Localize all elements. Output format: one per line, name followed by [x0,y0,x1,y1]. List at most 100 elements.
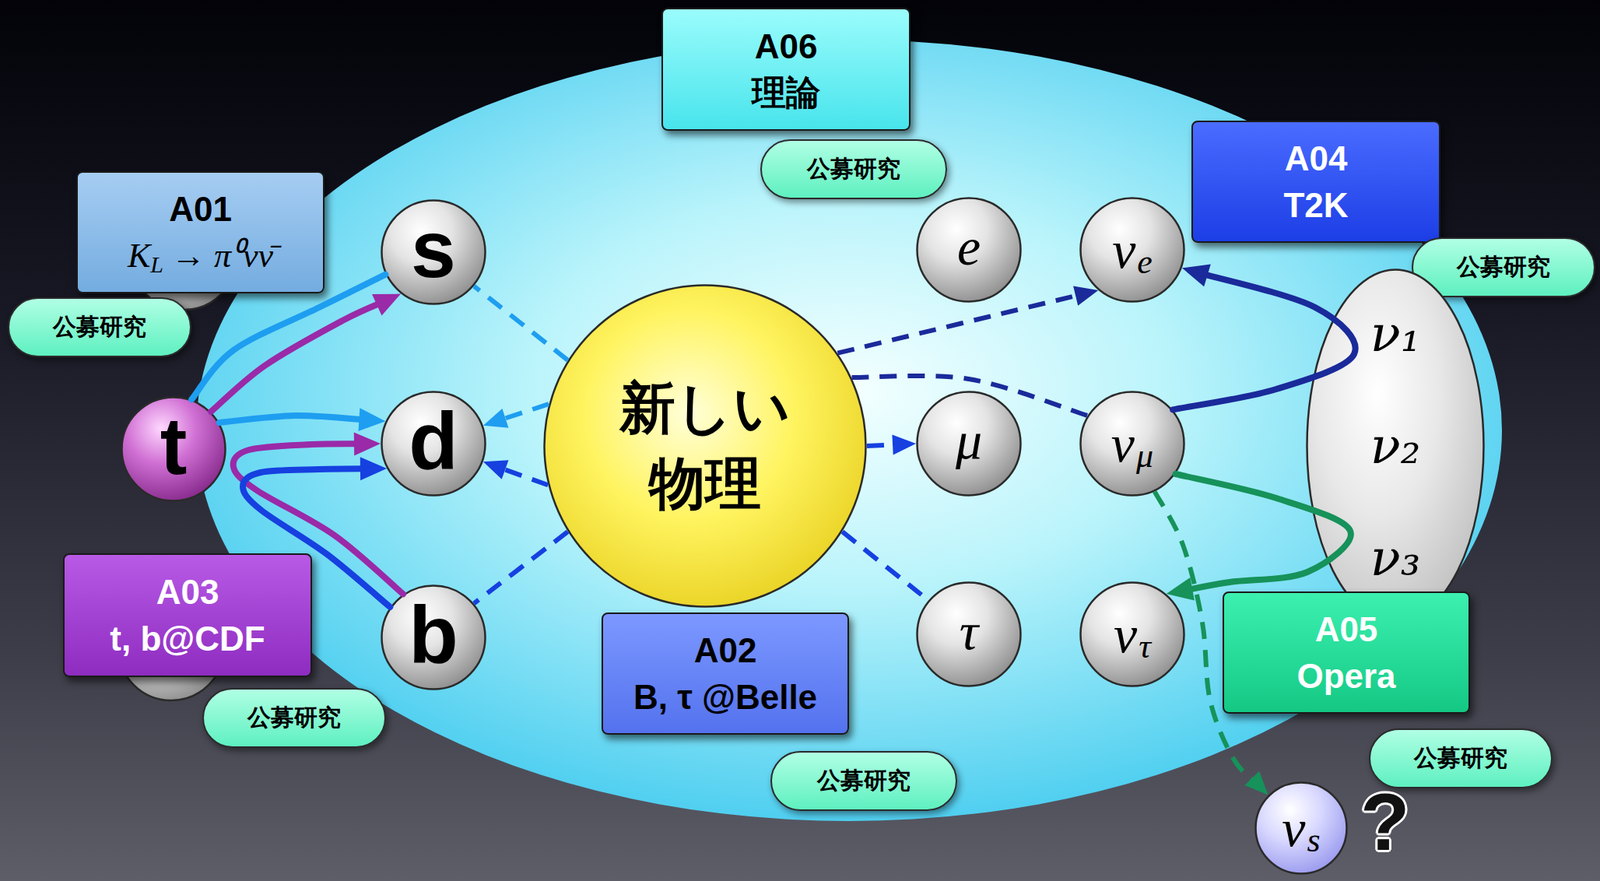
box-label: Opera [1296,652,1396,699]
solid-line [219,415,370,423]
node-content: 公募研究 [52,311,147,344]
node-content: 公募研究 [1414,742,1508,775]
text-row: t, b@CDF [109,615,265,662]
dashed-line [473,286,569,361]
connector [483,459,548,485]
particle-symbol: ν [1113,607,1137,661]
particle-symbol: ν [1112,223,1136,277]
text-row: νe [1112,223,1153,277]
region-ellipse [196,39,1502,822]
text-row: A06 [754,23,818,70]
text-row: 新しい 物理 [603,370,807,522]
badge-pill: 公募研究 [1368,728,1553,789]
circle-shape [122,397,226,502]
arrow-head [354,431,381,456]
particle-circle: e [915,196,1022,303]
circle-shape [917,198,1022,302]
circle-shape [382,392,486,496]
solid-line [233,443,404,594]
node-content: τ [959,607,979,661]
badge-text: 公募研究 [52,311,147,344]
connector [1172,264,1356,411]
dashed-line [496,466,548,485]
connector [852,375,1088,416]
circle-outline [543,284,867,608]
text-row: μ [955,417,983,471]
node-content: s [410,211,457,293]
circle-shape [1080,392,1185,496]
particle-subscript: s [1307,823,1321,858]
connector [1166,473,1351,601]
center-label: 新しい 物理 [603,370,807,522]
formula-text: K [127,232,151,279]
box-label: A01 [168,185,232,232]
node-content: t [160,408,188,490]
particle-symbol: s [410,208,457,290]
group-box: A06理論 [661,7,911,131]
text-row: 公募研究 [52,311,147,344]
text-row: A04 [1284,135,1348,182]
circle-shape [917,582,1022,687]
connector [483,403,549,429]
formula-subscript: L [150,251,164,278]
particle-circle: t [120,396,227,502]
solid-line [1172,272,1356,410]
text-row: A05 [1315,606,1379,653]
circle-shape [1080,198,1185,302]
text-row: 公募研究 [1456,251,1551,284]
text-row: A02 [694,627,758,674]
dashed-line [866,444,902,446]
particle-subscript: τ [1138,629,1151,664]
arrow-head [483,459,509,480]
mass-state-label: ν₃ [1370,533,1422,583]
dashed-line [1154,491,1259,786]
circle-shape [1080,582,1185,687]
box-label: A02 [694,627,758,674]
node-content: νs [1281,801,1320,855]
text-row: νμ [1111,417,1154,471]
arrow-head [483,408,509,429]
badge-text: 公募研究 [1414,742,1508,775]
node-content: A05Opera [1296,606,1396,699]
node-content: A04T2K [1283,135,1348,229]
arrow-head [358,407,386,432]
connector [842,531,929,600]
text-row: νs [1281,801,1320,855]
particle-circle: 新しい 物理 [543,284,867,608]
particle-subscript: e [1136,245,1153,280]
node-content: A01KL→ π⁰νν̄ [127,185,274,279]
text-row: b [408,596,459,678]
node-content: A03t, b@CDF [109,568,265,662]
arrow-head [891,434,916,455]
node-content: A02B, τ @Belle [633,627,818,720]
circle-shape [1256,782,1348,874]
mass-state-label: ν₂ [1370,421,1422,471]
circle-shape [382,585,486,690]
arrow-head [1244,771,1268,796]
circle-shape [382,200,486,305]
connector [866,434,916,455]
badge-pill: 公募研究 [770,750,958,811]
box-label: t, b@CDF [109,615,265,662]
particle-symbol: d [408,400,459,481]
circle-shape [544,285,867,608]
text-row: A03 [156,568,220,615]
particle-symbol: b [408,593,459,675]
particle-symbol: ν [1281,801,1306,855]
group-box: A03t, b@CDF [63,553,313,678]
badge-pill: 公募研究 [7,297,192,358]
circle-shape [1307,270,1485,623]
box-label: A06 [754,23,818,70]
group-box: A01KL→ π⁰νν̄ [76,171,325,294]
particle-circle: d [380,390,487,497]
text-row: ν₂ [1370,421,1422,471]
text-row: τ [959,607,979,661]
text-row: B, τ @Belle [633,673,818,720]
particle-symbol: τ [959,604,979,658]
node-content: ντ [1113,607,1151,661]
arrow-head [1166,577,1195,601]
badge-text: 公募研究 [247,701,341,734]
group-box: A04T2K [1191,120,1441,243]
